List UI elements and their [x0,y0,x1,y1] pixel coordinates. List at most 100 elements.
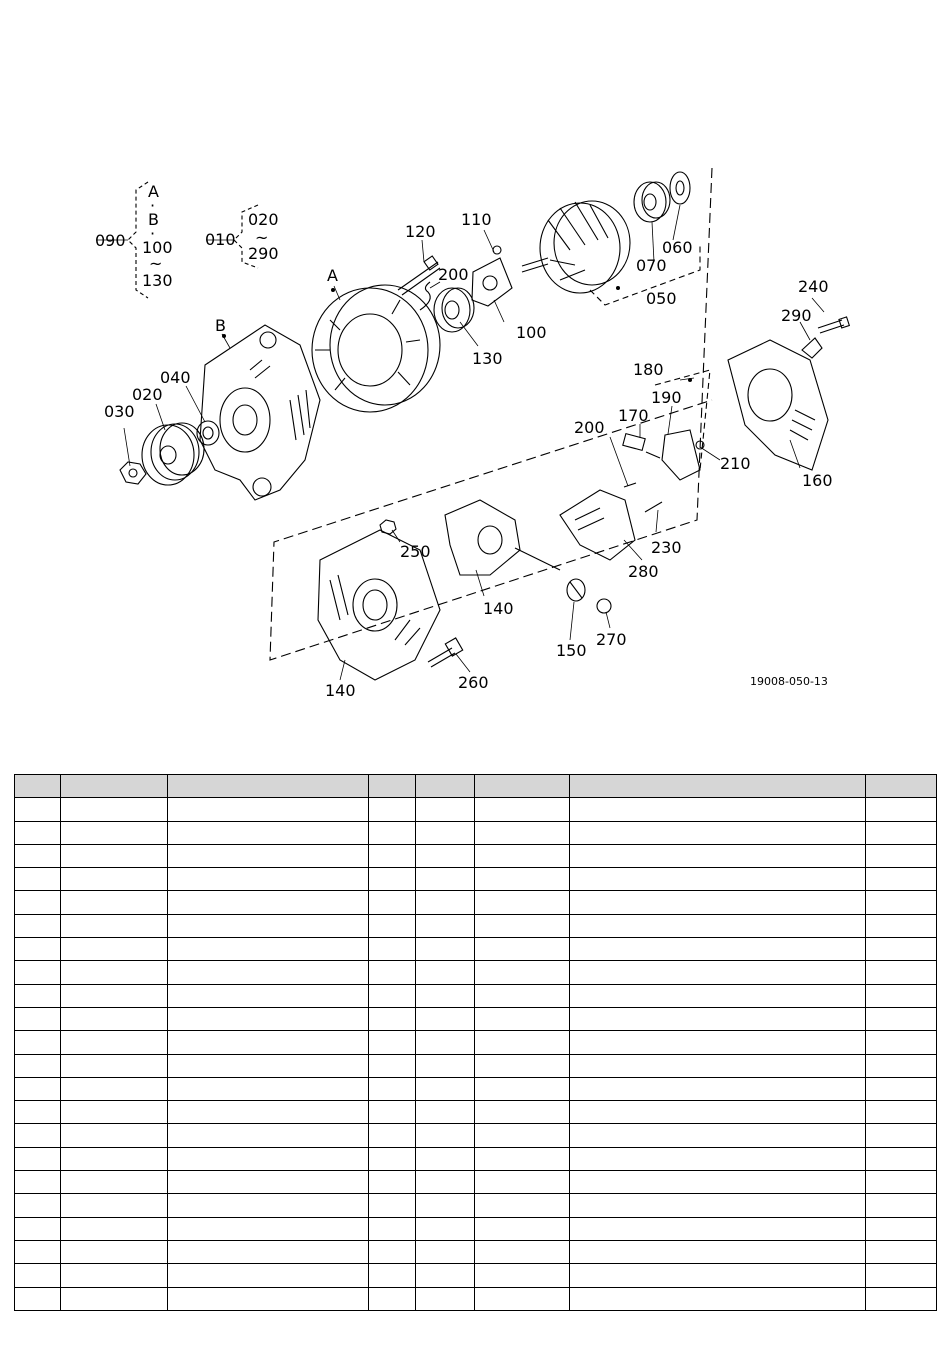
callout-240: 240 [798,277,829,296]
table-cell [474,867,570,892]
callout-180: 180 [633,360,664,379]
table-cell [167,1263,369,1288]
table-cell [415,797,475,822]
table-cell [865,1286,937,1311]
table-cell [368,1146,416,1172]
table-header-cell [569,773,866,799]
nut-030-shape [119,461,147,485]
screw-240-shape [801,316,851,359]
table-row [14,1193,937,1218]
table-cell [474,1239,570,1265]
table-cell [14,890,61,915]
table-cell [569,1006,866,1032]
table-cell [368,1286,416,1311]
callout-100: 100 [516,323,547,342]
table-cell [865,843,937,869]
table-cell [14,1006,61,1032]
callout-270: 270 [596,630,627,649]
table-cell [60,1076,168,1102]
table-cell [569,1076,866,1102]
table-cell [14,1239,61,1265]
brush-holder-180-shape [622,429,705,481]
table-cell [865,890,937,915]
table-row [14,1286,937,1311]
table-cell [474,1146,570,1172]
group-label-100: 100 [142,238,173,257]
table-cell [167,797,369,822]
table-cell [569,1286,866,1311]
callout-030: 030 [104,402,135,421]
table-cell [60,797,168,822]
callout-250: 250 [400,542,431,561]
table-cell [368,797,416,822]
table-cell [14,1216,61,1241]
alternator-drawing [96,167,851,681]
table-cell [60,1216,168,1241]
table-cell [415,867,475,892]
table-cell [368,1123,416,1148]
table-cell [60,1146,168,1172]
group-tilde: ~ [149,254,163,273]
exploded-parts-diagram: A · B · 100 ~ 130 090 010 020 ~ 290 120 … [95,167,851,700]
group-tilde: ~ [255,228,269,247]
table-row [14,797,937,822]
group-dot: · [150,196,156,215]
callout-190: 170 [618,406,649,425]
group-label-a: A [148,182,159,201]
table-cell [865,1193,937,1218]
table-cell [14,1030,61,1055]
callout-060: 060 [662,238,693,257]
table-cell [167,820,369,845]
callout-040: 040 [160,368,191,387]
table-cell [865,1123,937,1148]
table-cell [60,983,168,1008]
table-cell [415,1030,475,1055]
table-cell [569,1216,866,1241]
table-cell [415,1239,475,1265]
table-cell [368,1006,416,1032]
callout-280: 280 [628,562,659,581]
table-cell [474,843,570,869]
table-row [14,1123,937,1148]
nut-250-shape [379,519,397,535]
table-cell [569,1193,866,1218]
table-cell [865,1100,937,1125]
table-cell [60,1100,168,1125]
table-cell [60,890,168,915]
regulator-280-shape [559,489,636,561]
table-row [14,937,937,962]
table-cell [167,937,369,962]
table-cell [368,1263,416,1288]
table-cell [368,843,416,869]
table-row [14,1170,937,1195]
table-cell [474,1006,570,1032]
table-cell [368,983,416,1008]
table-cell [865,820,937,845]
table-cell [865,960,937,985]
callout-140: 140 [325,681,356,700]
assembly-boundary [269,167,713,661]
table-cell [60,1006,168,1032]
bearing-070-shape [633,181,671,223]
callout-120: 120 [405,222,436,241]
table-row [14,1100,937,1125]
table-cell [167,1076,369,1102]
table-cell [167,1170,369,1195]
table-cell [415,1193,475,1218]
pulley-020-shape [141,422,205,486]
table-cell [569,913,866,939]
table-cell [14,1170,61,1195]
stud-120-shape [397,255,441,296]
table-cell [167,1146,369,1172]
table-cell [167,1216,369,1241]
table-cell [415,1216,475,1241]
callout-200: 190 [651,388,682,407]
table-cell [167,1100,369,1125]
table-cell [569,890,866,915]
stator-a-shape [311,284,441,413]
table-cell [368,1030,416,1055]
table-cell [167,890,369,915]
table-cell [474,913,570,939]
table-row [14,960,937,985]
table-cell [14,1263,61,1288]
